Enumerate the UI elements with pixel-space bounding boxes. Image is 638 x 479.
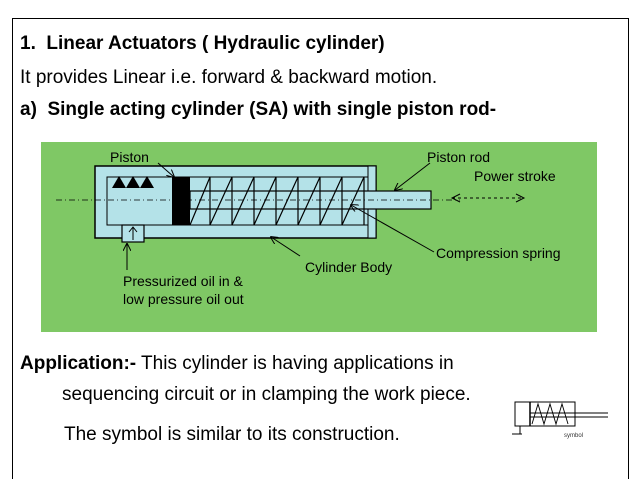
application-text-1: This cylinder is having applications in [136, 353, 454, 374]
subheading-title: Single acting cylinder (SA) with single … [47, 99, 497, 120]
power-stroke-arrowhead-right [515, 193, 526, 203]
application-text-2: sequencing circuit or in clamping the wo… [62, 384, 471, 405]
heading: 1. Linear Actuators ( Hydraulic cylinder… [20, 33, 385, 55]
subheading: a) Single acting cylinder (SA) with sing… [20, 99, 496, 121]
oil-label-line-1: Pressurized oil in & [123, 273, 243, 289]
cylinder-symbol: symbol [500, 392, 620, 442]
piston-rod-leader [395, 162, 431, 190]
piston-label: Piston [110, 149, 149, 165]
oil-label-line-2: low pressure oil out [123, 291, 244, 307]
oil-triangle-2 [126, 176, 140, 188]
compression-spring-leader [351, 205, 435, 253]
oil-triangle-3 [140, 176, 154, 188]
subheading-marker: a) [20, 99, 37, 120]
compression-spring [189, 176, 365, 226]
heading-number: 1. [20, 33, 36, 54]
power-stroke-arrowhead-left [450, 193, 461, 203]
application-label: Application:- [20, 353, 137, 374]
power-stroke-label: Power stroke [474, 168, 556, 184]
piston [172, 177, 190, 225]
symbol-note: The symbol is similar to its constructio… [64, 424, 400, 445]
slide-frame [12, 18, 629, 479]
piston-rod-label: Piston rod [427, 149, 490, 165]
intro-text: It provides Linear i.e. forward & backwa… [20, 67, 438, 88]
compression-spring-label: Compression spring [436, 245, 561, 261]
heading-title: Linear Actuators ( Hydraulic cylinder) [46, 33, 385, 54]
application-line-1: Application:- This cylinder is having ap… [20, 353, 454, 375]
cylinder-body-leader [271, 237, 301, 257]
symbol-caption: symbol [564, 433, 583, 439]
oil-triangle-1 [112, 176, 126, 188]
piston-leader [157, 162, 174, 177]
cylinder-body-label: Cylinder Body [305, 259, 392, 275]
oil-port-arrowhead [128, 226, 138, 233]
